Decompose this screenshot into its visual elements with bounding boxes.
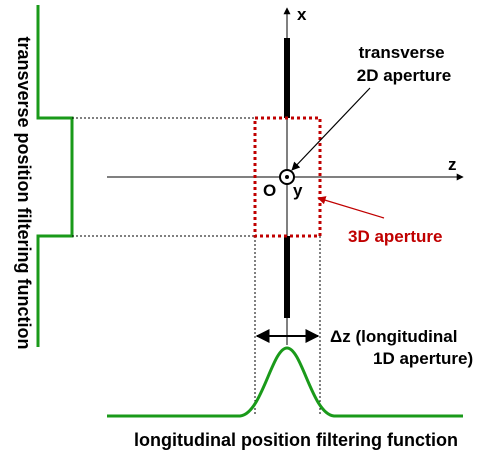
longitudinal-filter-curve <box>107 346 463 418</box>
transverse-filter-curve <box>36 5 74 347</box>
origin-label: O <box>263 181 276 200</box>
transverse-filter-label: transverse position filtering function <box>14 36 34 349</box>
x-axis-label: x <box>297 5 307 24</box>
aperture-3d-arrow <box>317 196 385 219</box>
aperture-3d-box <box>253 116 322 238</box>
transverse-aperture-arrow <box>291 87 371 171</box>
delta-z-label: Δz (longitudinal 1D aperture) <box>330 327 473 368</box>
y-axis-label: y <box>293 181 303 200</box>
longitudinal-filter-label: longitudinal position filtering function <box>134 430 458 450</box>
y-axis-dot <box>285 175 289 179</box>
transverse-aperture-label: transverse 2D aperture <box>357 43 451 85</box>
aperture-3d-label: 3D aperture <box>348 227 442 246</box>
z-axis-label: z <box>448 155 457 174</box>
